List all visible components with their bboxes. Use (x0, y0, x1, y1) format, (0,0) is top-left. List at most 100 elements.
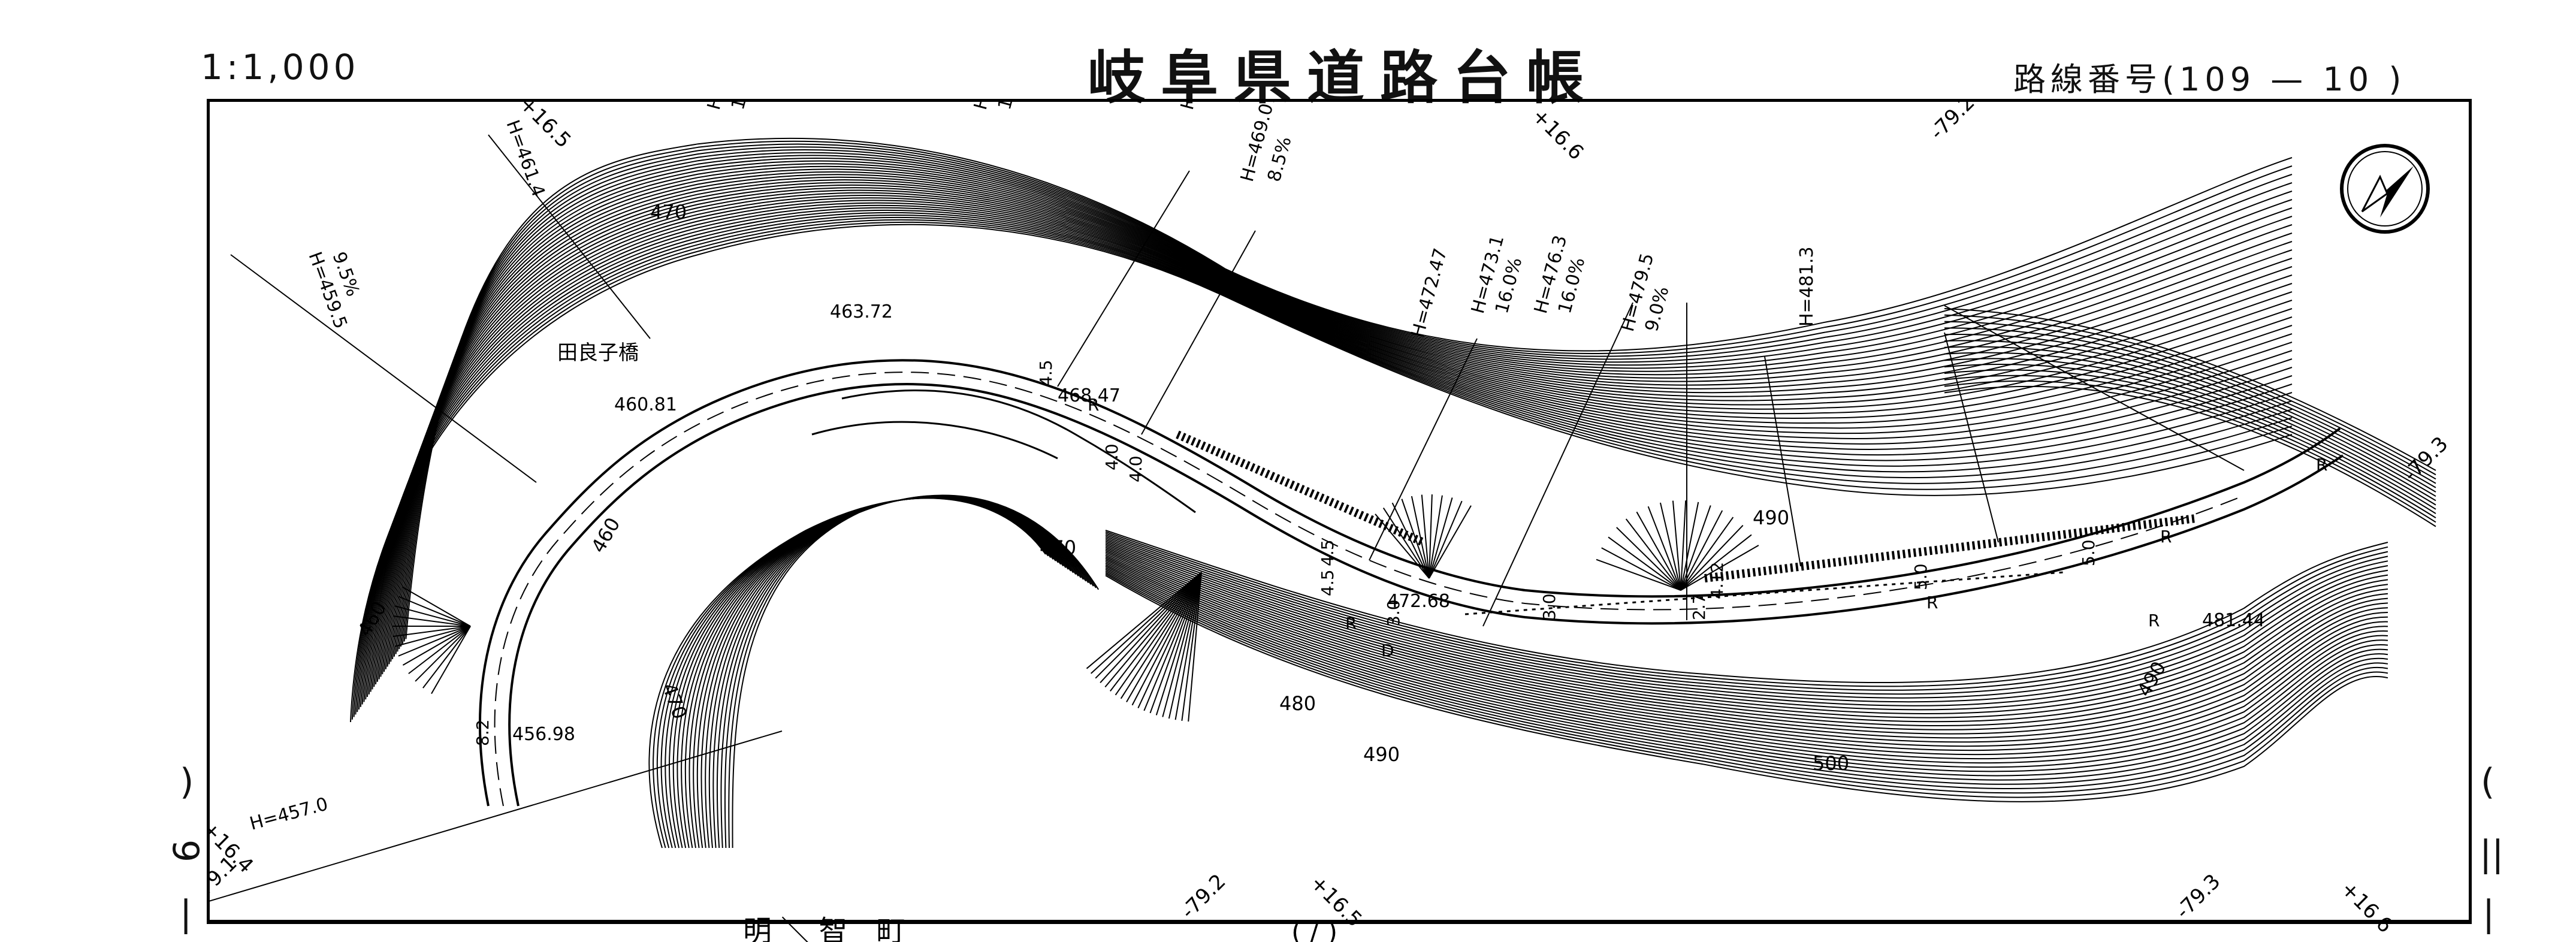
contour-line-upper (368, 197, 2293, 695)
contour-line-upper (378, 182, 2293, 680)
spot-height: 468.47 (1058, 385, 1121, 406)
elevation-label: 13.0% (994, 99, 1029, 112)
spot-height: 481.44 (2202, 610, 2265, 631)
contour-line-lower (1105, 542, 2388, 714)
contour-line-lower (1105, 551, 2388, 739)
cut-slope-hatch (1601, 547, 1681, 591)
contour-line-upper (375, 187, 2293, 685)
contour-line-upper (395, 155, 2293, 654)
contour-line-valley (708, 496, 1084, 849)
embankment-hatch (1143, 572, 1202, 711)
contour-line-right (1944, 346, 2436, 497)
contour-line-upper (397, 152, 2293, 652)
cut-slope-hatch (392, 626, 471, 637)
cut-slope-hatch (1429, 500, 1463, 579)
contour-line-valley (705, 496, 1082, 849)
contour-line-right (1944, 308, 2436, 471)
road-mark: 4.0 (1102, 443, 1122, 470)
contour-line-upper (382, 176, 2293, 675)
cut-slope-hatch (1680, 517, 1734, 591)
contour-line-lower (1105, 544, 2388, 718)
road-mark: 3.0 (1384, 599, 1403, 626)
cut-slope-hatch (1672, 500, 1681, 591)
road-mark: R (2160, 527, 2172, 547)
spot-height: 463.72 (830, 301, 893, 322)
road-mark: 4.5 (1318, 569, 1337, 596)
contour-line-upper (401, 143, 2293, 644)
contour-line-valley (677, 497, 1064, 849)
cut-slope-hatch (1429, 505, 1472, 579)
grid-mark: +16.6 (2336, 877, 2397, 938)
cut-slope-hatch (1429, 494, 1433, 579)
cut-slope-hatch (431, 626, 471, 695)
contour-line-valley (732, 494, 1100, 849)
contour-label: 480 (1279, 692, 1316, 715)
contour-line-lower (1105, 539, 2388, 707)
cut-slope-hatch (415, 626, 471, 682)
contour-line-valley (716, 495, 1089, 849)
road-mark: 5.0 (1911, 563, 1931, 590)
road-mark: 3.0 (1539, 593, 1559, 620)
contour-line-upper (405, 137, 2293, 639)
contour-line-right (1944, 352, 2436, 502)
right-mark-top: ( (2481, 761, 2495, 803)
contour-line-lower (1105, 567, 2388, 781)
spot-height: 460.81 (614, 394, 677, 415)
contour-label: 490 (1363, 743, 1400, 766)
place-name: 明 ＼ 智 町 (743, 914, 905, 942)
slope-hatching (392, 494, 1759, 722)
contour-line-lower (1105, 548, 2388, 730)
road-mark: R (1088, 395, 1099, 415)
contour-label: 500 (1813, 752, 1849, 775)
embankment-hatch (1126, 572, 1202, 703)
road-mark: 4.0 (1126, 455, 1146, 482)
cut-slope-hatch (408, 626, 471, 674)
topographic-map: 明 ＼ 智 町 ( / ) (207, 99, 2472, 942)
contour-line-upper (388, 165, 2293, 665)
cut-slope-hatch (1616, 527, 1681, 591)
contour-line-lower (1105, 531, 2388, 687)
cut-slope-hatch (1680, 500, 1687, 591)
contour-lines (350, 137, 2436, 849)
contour-line-lower (1105, 554, 2388, 747)
cut-slope-hatch (1382, 508, 1430, 579)
grid-mark: -79.3 (2171, 869, 2225, 923)
contour-line-upper (357, 214, 2293, 712)
cut-slope-hatch (1421, 494, 1430, 579)
contour-line-lower (1105, 559, 2388, 760)
embankment-hatch (1086, 572, 1202, 669)
leader-lines (207, 134, 2245, 902)
contour-label: 490 (1753, 506, 1789, 529)
contour-line-right (1944, 327, 2436, 484)
right-mark-mid: || (2480, 833, 2504, 875)
spot-height: 472.68 (1387, 591, 1450, 612)
contour-line-lower (1105, 575, 2388, 802)
embankment-hatch (1149, 572, 1202, 714)
contour-line-upper (363, 204, 2293, 702)
elevation-label: H=468.3 (1177, 99, 1218, 112)
contour-line-lower (1105, 564, 2388, 772)
contour-line-right (1944, 363, 2436, 510)
contour-line-upper (353, 219, 2293, 717)
map-frame (207, 99, 2472, 923)
contour-line-valley (693, 496, 1074, 849)
cut-slope-hatch (1659, 502, 1681, 591)
contour-line-valley (672, 497, 1062, 849)
elevation-label: 8.5% (1264, 134, 1296, 184)
embankment-hatch (1104, 572, 1202, 688)
spot-height: 456.98 (512, 724, 575, 745)
embankment-hatch (1174, 572, 1202, 720)
contour-line-lower (1105, 562, 2388, 768)
road-mark: 4.5 (1318, 539, 1337, 566)
contour-line-lower (1105, 541, 2388, 711)
road-mark: 5.0 (2079, 539, 2098, 566)
contour-line-valley (648, 497, 1046, 849)
road-mark: R (1345, 614, 1357, 633)
contour-line-lower (1105, 561, 2388, 764)
contour-line-upper (360, 209, 2293, 707)
sheet-paren: ( / ) (1291, 917, 1337, 942)
contour-line-lower (1105, 545, 2388, 723)
contour-line-lower (1105, 536, 2388, 699)
cut-slope-hatch (1411, 496, 1430, 579)
embankment-hatch (1095, 572, 1202, 679)
